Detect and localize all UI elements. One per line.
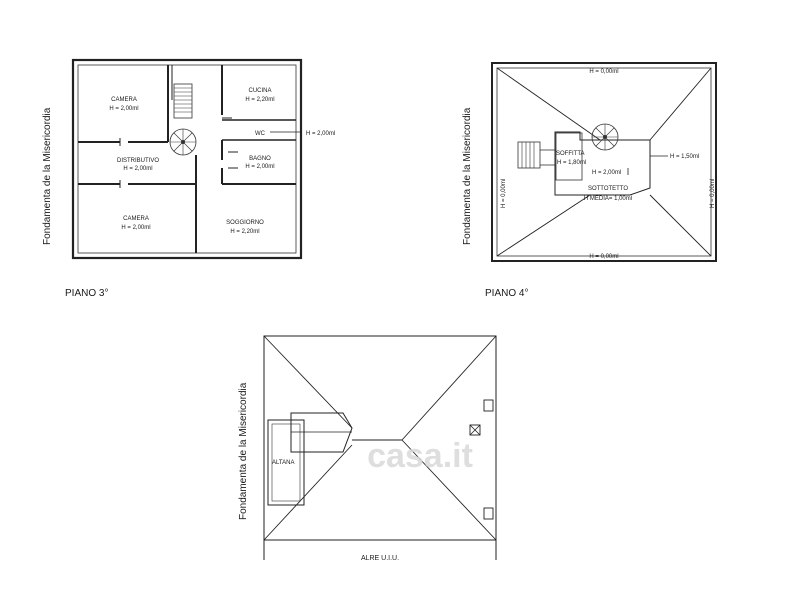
piano-3-stairs	[173, 83, 193, 119]
piano-4-plan: H = 0,00ml H = 0,00ml H = 0,00ml H = 0,0…	[462, 62, 717, 299]
sottotetto-label: SOTTOTETTO	[588, 186, 628, 192]
room-height-soggiorno: H = 2,20ml	[230, 229, 259, 235]
piano-3-spiral-stair	[169, 128, 197, 156]
piano-4-height-ridge: H = 1,50ml	[670, 154, 699, 160]
roof-bottom-label: ALRE U.I.U.	[361, 555, 399, 562]
street-label-piano-4: Fondamenta de la Misericordia	[462, 107, 473, 245]
room-label-soggiorno: SOGGIORNO	[226, 220, 264, 226]
roof-vent-bottom	[483, 507, 494, 520]
room-height-camera-bottom: H = 2,00ml	[121, 225, 150, 231]
room-label-cucina: CUCINA	[248, 88, 271, 94]
piano-4-height-left: H = 0,00ml	[501, 179, 507, 208]
room-label-camera-top: CAMERA	[111, 97, 137, 103]
sottotetto-height: H MEDIA= 1,00ml	[584, 196, 632, 202]
piano-4-stairs	[517, 141, 541, 169]
soffitta-label: SOFFITTA	[556, 151, 585, 157]
room-height-camera-top: H = 2,00ml	[109, 106, 138, 112]
soffitta-height: H = 1,80ml	[557, 160, 586, 166]
roof-plan: ALTANA ALRE U.I.U. Fondamenta de la Mise…	[238, 335, 497, 562]
piano-4-inner-wall	[496, 67, 712, 257]
piano-4-height-right: H = 0,00ml	[710, 179, 716, 208]
room-label-wc: WC	[255, 131, 266, 137]
piano-4-height-soffitta-edge: H = 2,00ml	[592, 170, 621, 176]
altana-label: ALTANA	[272, 460, 294, 466]
room-label-distributivo: DISTRIBUTIVO	[117, 158, 159, 164]
piano-3-title: PIANO 3°	[65, 288, 108, 299]
piano-4-height-top: H = 0,00ml	[589, 69, 618, 75]
piano-3-plan: CAMERA H = 2,00ml CUCINA H = 2,20ml WC H…	[42, 58, 335, 299]
room-height-cucina: H = 2,20ml	[245, 97, 274, 103]
room-label-bagno: BAGNO	[249, 156, 271, 162]
roof-chimney	[469, 424, 481, 436]
watermark-text: casa.it	[367, 437, 473, 475]
roof-vent-top	[483, 399, 494, 412]
piano-4-height-bottom: H = 0,00ml	[589, 254, 618, 260]
roof-dormer	[290, 412, 353, 453]
piano-4-roof-lines	[496, 67, 712, 257]
altana-frame	[267, 419, 305, 506]
piano-4-outer-wall	[491, 62, 717, 262]
soffitta-room	[517, 132, 583, 181]
room-height-distributivo: H = 2,00ml	[123, 166, 152, 172]
piano-3-interior-walls	[78, 65, 296, 253]
room-height-wc: H = 2,00ml	[306, 131, 335, 137]
piano-3-outer-wall	[71, 58, 303, 260]
street-label-roof: Fondamenta de la Misericordia	[238, 382, 249, 520]
room-label-camera-bottom: CAMERA	[123, 216, 149, 222]
room-height-bagno: H = 2,00ml	[245, 164, 274, 170]
piano-4-title: PIANO 4°	[485, 288, 528, 299]
street-label-piano-3: Fondamenta de la Misericordia	[42, 107, 53, 245]
piano-4-spiral-stair	[591, 123, 619, 151]
piano-3-inner-wall	[77, 64, 297, 254]
roof-outline	[263, 335, 497, 541]
